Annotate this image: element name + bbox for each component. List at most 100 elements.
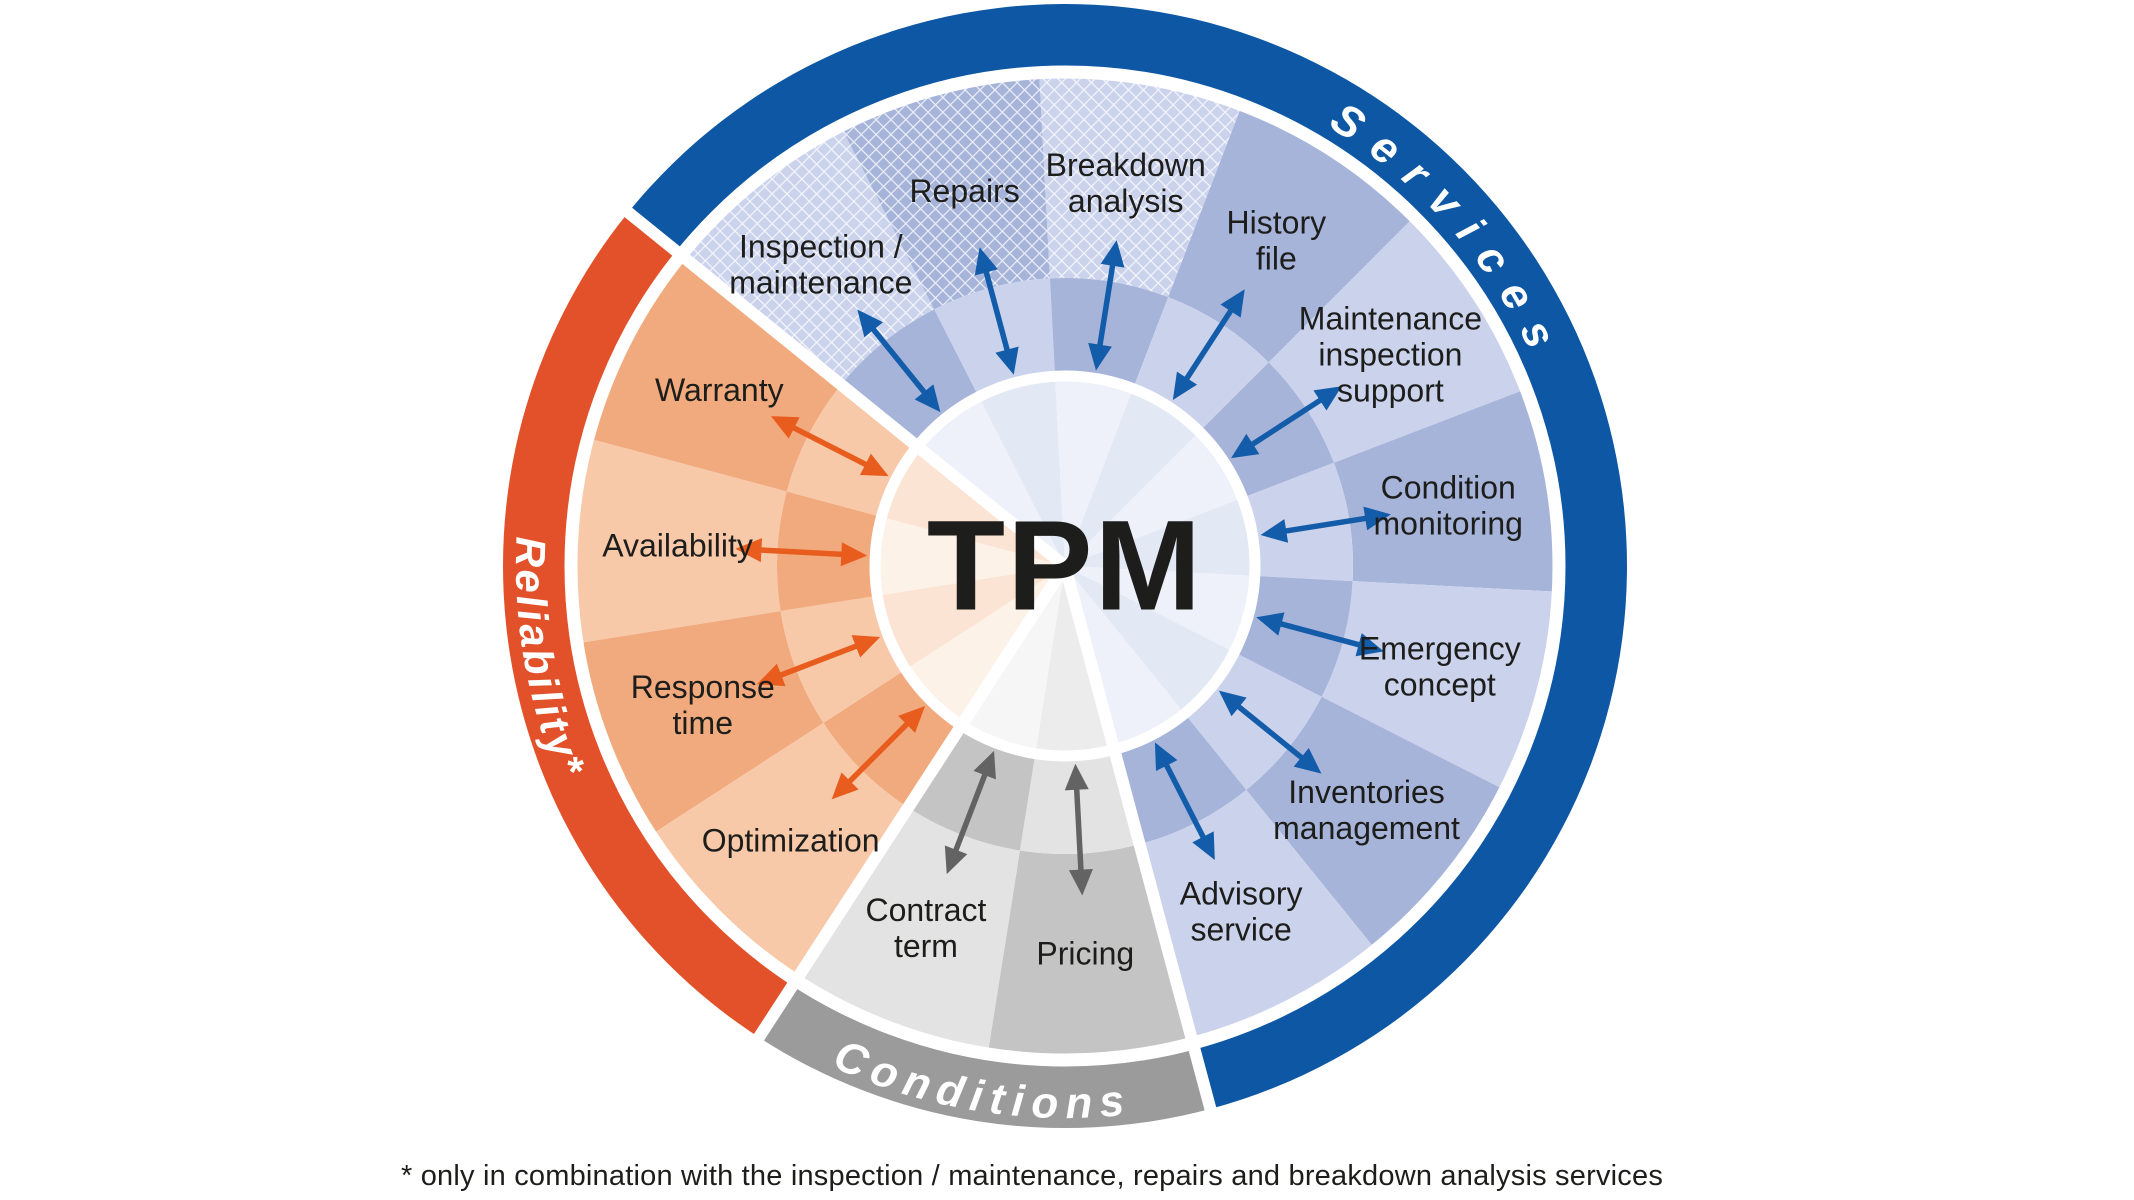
mid-band-history-file [1133,297,1269,432]
arrow-advisory-service [1154,742,1215,861]
label-line: Maintenance [1299,301,1482,337]
arrow-head-outer [1313,386,1342,411]
label-line: Repairs [909,173,1019,209]
arrow-pricing [1064,763,1093,896]
mid-band-repairs [934,278,1056,397]
label-optimization: Optimization [702,822,880,858]
center-wedge-maintenance-inspection-support [1065,434,1239,566]
label-inspection-maintenance: Inspection /maintenance [729,228,912,300]
label-line: Inventories [1288,774,1445,810]
center-label-tpm: TPM [927,495,1203,638]
arrow-head-inner [1231,433,1260,459]
label-warranty: Warranty [655,372,784,408]
label-line: maintenance [729,264,912,300]
label-line: concept [1384,666,1496,702]
arrow-availability [735,538,868,567]
center-wedge-history-file [1065,392,1197,566]
arrow-shaft [952,770,989,855]
segment-condition-monitoring [1333,391,1553,592]
arrow-head-outer [1293,747,1322,774]
arrow-head-inner [914,384,941,413]
label-line: Warranty [655,372,784,408]
mid-band-emergency-concept [1234,575,1353,697]
arrow-head-inner [973,750,996,780]
arrow-head-inner [1218,690,1247,717]
arrow-head-outer [857,309,884,338]
label-line: Availability [602,528,753,564]
center-wedge-inventories-management [1065,566,1231,711]
arrow-warranty [770,416,889,477]
arrow-head-outer [831,772,859,800]
arrow-head-inner [840,542,868,567]
label-line: management [1273,810,1460,846]
mid-band-contract-term [908,725,1036,851]
arrow-shaft [1234,702,1307,762]
hatch-breakdown-analysis [1039,78,1240,298]
ring-gap [564,65,1566,1067]
group-separator [750,562,1071,1046]
arrow-head-inner [1260,519,1289,543]
label-line: file [1256,241,1297,277]
mid-band-warranty [786,384,918,517]
segment-contract-term [799,807,1020,1048]
center-wedge-availability [879,517,1065,596]
arrow-breakdown-analysis [1088,240,1125,371]
segment-warranty [593,258,842,492]
center-wedge-pricing [1035,566,1114,752]
arrow-head-inner [1088,342,1112,371]
arrow-shaft [1281,515,1370,535]
arrow-head-inner [859,453,889,477]
arrow-response-time [756,635,881,687]
label-line: support [1337,373,1444,409]
arrow-head-outer [1068,868,1093,896]
arrow-optimization [831,706,925,800]
arrow-head-inner [898,706,925,733]
arrow-head-outer [735,538,763,563]
arrow-shaft [776,642,861,679]
segment-advisory-service [1139,789,1373,1038]
label-line: History [1227,205,1327,241]
arrow-shaft [1276,620,1364,649]
arrow-repairs [974,247,1019,375]
label-repairs: Repairs [909,173,1019,209]
label-line: analysis [1068,183,1184,219]
label-line: Emergency [1359,630,1521,666]
arrow-head-inner [1064,763,1089,791]
footnote: * only in combination with the inspectio… [400,1160,1664,1192]
arrow-head-outer [1192,831,1215,861]
mid-band-advisory-service [1114,713,1247,845]
label-line: Advisory [1180,876,1303,912]
center-wedge-emergency-concept [1065,566,1251,651]
arrow-head-outer [1220,289,1245,318]
arrow-shaft [757,547,846,558]
mid-band-breakdown-analysis [1049,278,1169,389]
arrow-head-outer [756,663,786,687]
center-wedge-condition-monitoring [1065,499,1251,576]
arrow-head-inner [851,635,881,658]
arrow-shaft [982,267,1011,355]
arrow-shaft [845,719,912,786]
label-line: Inspection / [739,228,903,264]
mid-band-response-time [780,595,906,723]
label-line: service [1190,912,1291,948]
arrow-history-file [1172,289,1245,400]
mid-band-maintenance-inspection-support [1199,362,1334,498]
center-wedge-response-time [881,566,1065,668]
arrow-head-inner [1154,742,1178,772]
center-wedge-optimization [909,566,1065,722]
arrow-head-outer [974,247,998,276]
label-line: Optimization [702,822,880,858]
segment-emergency-concept [1321,581,1553,788]
arrow-head-inner [1172,371,1198,400]
arrow-head-outer [770,416,800,439]
mid-band-condition-monitoring [1242,462,1354,582]
arrow-head-outer [1355,633,1384,657]
center-circle-border [869,370,1261,762]
arrow-shaft [1248,395,1325,449]
